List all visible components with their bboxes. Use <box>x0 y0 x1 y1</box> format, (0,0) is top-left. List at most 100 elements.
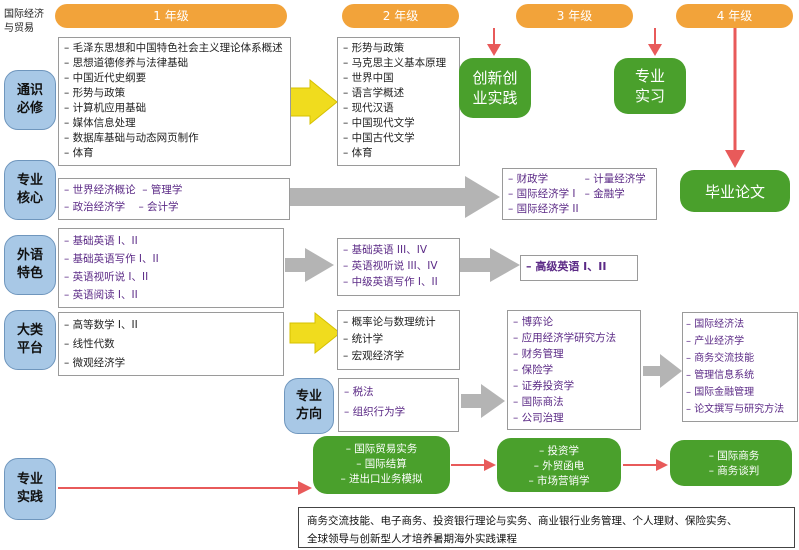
course-item: – 计算机应用基础 <box>64 102 147 114</box>
internship-line1: 专业 <box>634 67 665 85</box>
general-year2-box: – 形势与政策 – 马克思主义基本原理 – 世界中国 – 语言学概述 – 现代汉… <box>337 37 460 166</box>
practice-extra-line1: 商务交流技能、电子商务、投资银行理论与实务、商业银行业务管理、个人理财、保险实务… <box>307 515 738 527</box>
course-item: – 国际商法 <box>513 396 564 408</box>
platform-year2-box: – 概率论与数理统计 – 统计学 – 宏观经济学 <box>337 310 460 370</box>
course-item: – 中国古代文学 <box>343 132 415 144</box>
course-item: 政治经济学 <box>72 201 126 213</box>
practice-item: – 市场营销学 <box>528 475 590 487</box>
practice-group-3: – 国际商务 – 商务谈判 <box>670 440 792 486</box>
course-item: – 国际经济学 I <box>508 188 576 200</box>
category-core-line2: 核心 <box>16 191 43 206</box>
course-item: 会计学 <box>147 201 179 213</box>
course-item: – 概率论与数理统计 <box>343 316 436 328</box>
practice-item: – 投资学 <box>538 445 580 457</box>
practice-extra-line2: 全球领导与创新型人才培养暑期海外实践课程 <box>307 533 517 545</box>
course-item: – 形势与政策 <box>343 42 405 54</box>
course-item: – 基础英语 I、II <box>64 235 138 247</box>
course-item: – 管理信息系统 <box>686 370 755 381</box>
course-item: – 国际金融管理 <box>686 387 755 398</box>
course-item: – 语言学概述 <box>343 87 405 99</box>
core-year3-box: – 财政学 – 国际经济学 I – 国际经济学 II – 计量经济学 – 金融学 <box>502 168 657 220</box>
category-direction: 专业方向 <box>284 378 334 434</box>
course-item: – 统计学 <box>343 333 384 345</box>
practice-item: – 外贸函电 <box>533 460 585 472</box>
category-direction-line2: 方向 <box>295 407 322 422</box>
course-item: – 中国现代文学 <box>343 117 415 129</box>
red-arrow-grade3-head <box>487 44 501 56</box>
category-practice-line1: 专业 <box>16 472 43 487</box>
course-item: – 形势与政策 <box>64 87 126 99</box>
course-item: – 体育 <box>64 147 94 159</box>
course-item: 世界经济概论 <box>72 184 136 196</box>
course-item: – 英语视听说 III、IV <box>343 260 438 272</box>
direction-year4-box: – 国际经济法 – 产业经济学 – 商务交流技能 – 管理信息系统 – 国际金融… <box>682 312 798 422</box>
course-item: – 证券投资学 <box>513 380 575 392</box>
red-arrow-practice-main-head <box>298 481 312 495</box>
category-core: 专业核心 <box>4 160 56 220</box>
major-title-line2: 与贸易 <box>4 23 34 34</box>
category-language: 外语特色 <box>4 235 56 295</box>
platform-year1-box: – 高等数学 I、II – 线性代数 – 微观经济学 <box>58 312 284 376</box>
language-year3-box: – 高级英语 I、II <box>520 255 638 281</box>
course-item: – 基础英语写作 I、II <box>64 253 159 265</box>
category-practice-line2: 实践 <box>16 490 43 505</box>
grade-4-header: 4 年级 <box>676 4 793 28</box>
course-item: – 世界中国 <box>343 72 394 84</box>
category-general-line2: 必修 <box>16 101 43 116</box>
course-row: – 政治经济学 – 会计学 <box>64 201 179 213</box>
category-general: 通识必修 <box>4 70 56 130</box>
direction-year2-box: – 税法 – 组织行为学 <box>338 378 459 432</box>
course-row: – 世界经济概论 – 管理学 <box>64 184 183 196</box>
course-item: – 计量经济学 <box>584 173 646 185</box>
course-item: 管理学 <box>150 184 183 196</box>
category-direction-line1: 专业 <box>295 389 322 404</box>
course-item: – 英语视听说 I、II <box>64 271 149 283</box>
grade-1-header: 1 年级 <box>55 4 287 28</box>
course-item: – 组织行为学 <box>344 406 406 418</box>
gray-arrow-core <box>290 176 500 218</box>
practice-item: – 国际结算 <box>356 458 407 470</box>
category-language-line2: 特色 <box>16 266 43 281</box>
course-item: – 公司治理 <box>513 412 564 424</box>
yellow-arrow-platform <box>289 311 341 355</box>
internship-line2: 实习 <box>634 87 665 105</box>
innovation-practice-node: 创新创业实践 <box>459 58 531 118</box>
gray-arrow-language-2 <box>460 248 520 282</box>
course-item: – 财务管理 <box>513 348 564 360</box>
practice-extra-box: 商务交流技能、电子商务、投资银行理论与实务、商业银行业务管理、个人理财、保险实务… <box>298 507 795 548</box>
category-language-line1: 外语 <box>16 248 43 263</box>
category-platform-line1: 大类 <box>16 323 43 338</box>
course-item: – 体育 <box>343 147 373 159</box>
general-year1-box: – 毛泽东思想和中国特色社会主义理论体系概述 – 思想道德修养与法律基础 – 中… <box>58 37 291 166</box>
course-item: – 现代汉语 <box>343 102 394 114</box>
category-platform: 大类平台 <box>4 310 56 370</box>
course-item: – 保险学 <box>513 364 554 376</box>
red-arrow-internship-head <box>648 44 662 56</box>
course-item: – 高等数学 I、II <box>64 319 138 331</box>
practice-group-1: – 国际贸易实务 – 国际结算 – 进出口业务模拟 <box>313 436 450 494</box>
practice-item: – 进出口业务模拟 <box>340 473 423 485</box>
innovation-practice-line1: 创新创 <box>472 69 518 87</box>
grade-3-header: 3 年级 <box>516 4 633 28</box>
practice-item: – 国际商务 <box>708 450 760 462</box>
category-general-line1: 通识 <box>16 83 43 98</box>
internship-node: 专业实习 <box>614 58 686 114</box>
course-item: – 论文撰写与研究方法 <box>686 404 785 415</box>
language-year1-box: – 基础英语 I、II – 基础英语写作 I、II – 英语视听说 I、II –… <box>58 228 284 308</box>
course-item: – 国际经济法 <box>686 319 745 330</box>
core-year1-box: – 世界经济概论 – 管理学 – 政治经济学 – 会计学 <box>58 178 290 220</box>
course-item: – 微观经济学 <box>64 357 126 369</box>
course-item: – 中级英语写作 I、II <box>343 276 438 288</box>
course-item: – 线性代数 <box>64 338 115 350</box>
course-item: – 税法 <box>344 386 374 398</box>
language-year2-box: – 基础英语 III、IV – 英语视听说 III、IV – 中级英语写作 I、… <box>337 238 460 296</box>
gray-arrow-language-1 <box>285 248 334 282</box>
innovation-practice-line2: 业实践 <box>472 89 518 107</box>
practice-item: – 商务谈判 <box>708 465 760 477</box>
course-item: – 国际经济学 II <box>508 203 579 215</box>
category-practice: 专业实践 <box>4 458 56 520</box>
practice-group-2: – 投资学 – 外贸函电 – 市场营销学 <box>497 438 621 492</box>
major-title-line1: 国际经济 <box>4 9 44 20</box>
course-item: – 数据库基础与动态网页制作 <box>64 132 199 144</box>
